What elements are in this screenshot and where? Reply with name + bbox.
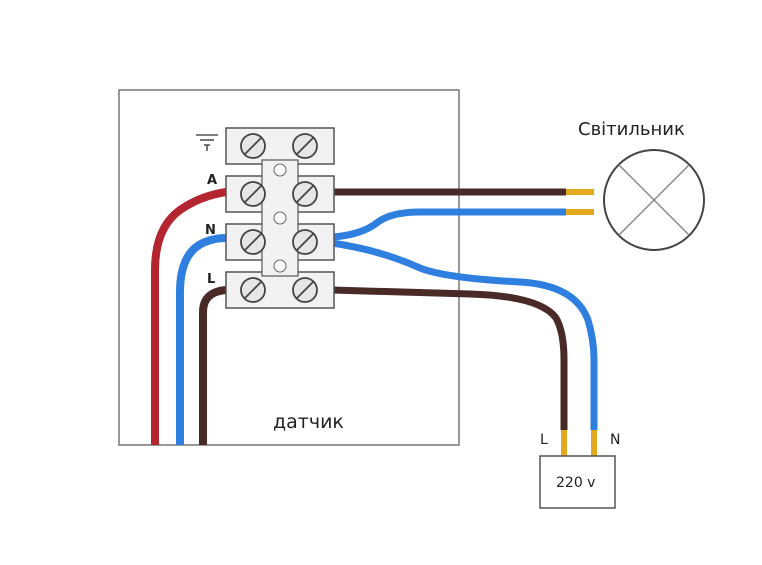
wire-brown-to-supply bbox=[331, 286, 568, 430]
terminal-hole bbox=[273, 259, 287, 273]
wire-blue-n-left bbox=[176, 234, 227, 445]
wire-blue-to-lamp bbox=[331, 208, 566, 241]
contact-tip-supply-n bbox=[591, 430, 597, 456]
screw-head-icon bbox=[292, 133, 318, 159]
screw-head-icon bbox=[292, 277, 318, 303]
screw-head-icon bbox=[240, 277, 266, 303]
power-supply-label: 220 v bbox=[556, 475, 595, 491]
lamp-label: Світильник bbox=[578, 119, 685, 140]
wire-blue-to-supply bbox=[331, 239, 598, 430]
lamp-cross-circle-icon bbox=[603, 149, 705, 251]
supply-label-l: L bbox=[540, 432, 548, 448]
screw-head-icon bbox=[240, 229, 266, 255]
terminal-hole bbox=[273, 211, 287, 225]
ground-symbol-icon bbox=[196, 134, 218, 151]
terminal-label-n: N bbox=[205, 223, 216, 238]
contact-tip-lamp-bottom bbox=[566, 209, 594, 215]
terminal-label-l: L bbox=[207, 272, 215, 287]
terminal-label-a: A bbox=[207, 173, 217, 188]
terminal-hole bbox=[273, 163, 287, 177]
power-supply-box bbox=[539, 455, 616, 509]
screw-head-icon bbox=[292, 229, 318, 255]
screw-head-icon bbox=[292, 181, 318, 207]
sensor-label: датчик bbox=[273, 411, 344, 433]
supply-label-n: N bbox=[610, 432, 620, 448]
wire-red-a bbox=[151, 188, 227, 445]
contact-tip-lamp-top bbox=[566, 189, 594, 195]
contact-tip-supply-l bbox=[561, 430, 567, 456]
screw-head-icon bbox=[240, 181, 266, 207]
wire-brown-l-left bbox=[199, 286, 227, 445]
screw-head-icon bbox=[240, 133, 266, 159]
